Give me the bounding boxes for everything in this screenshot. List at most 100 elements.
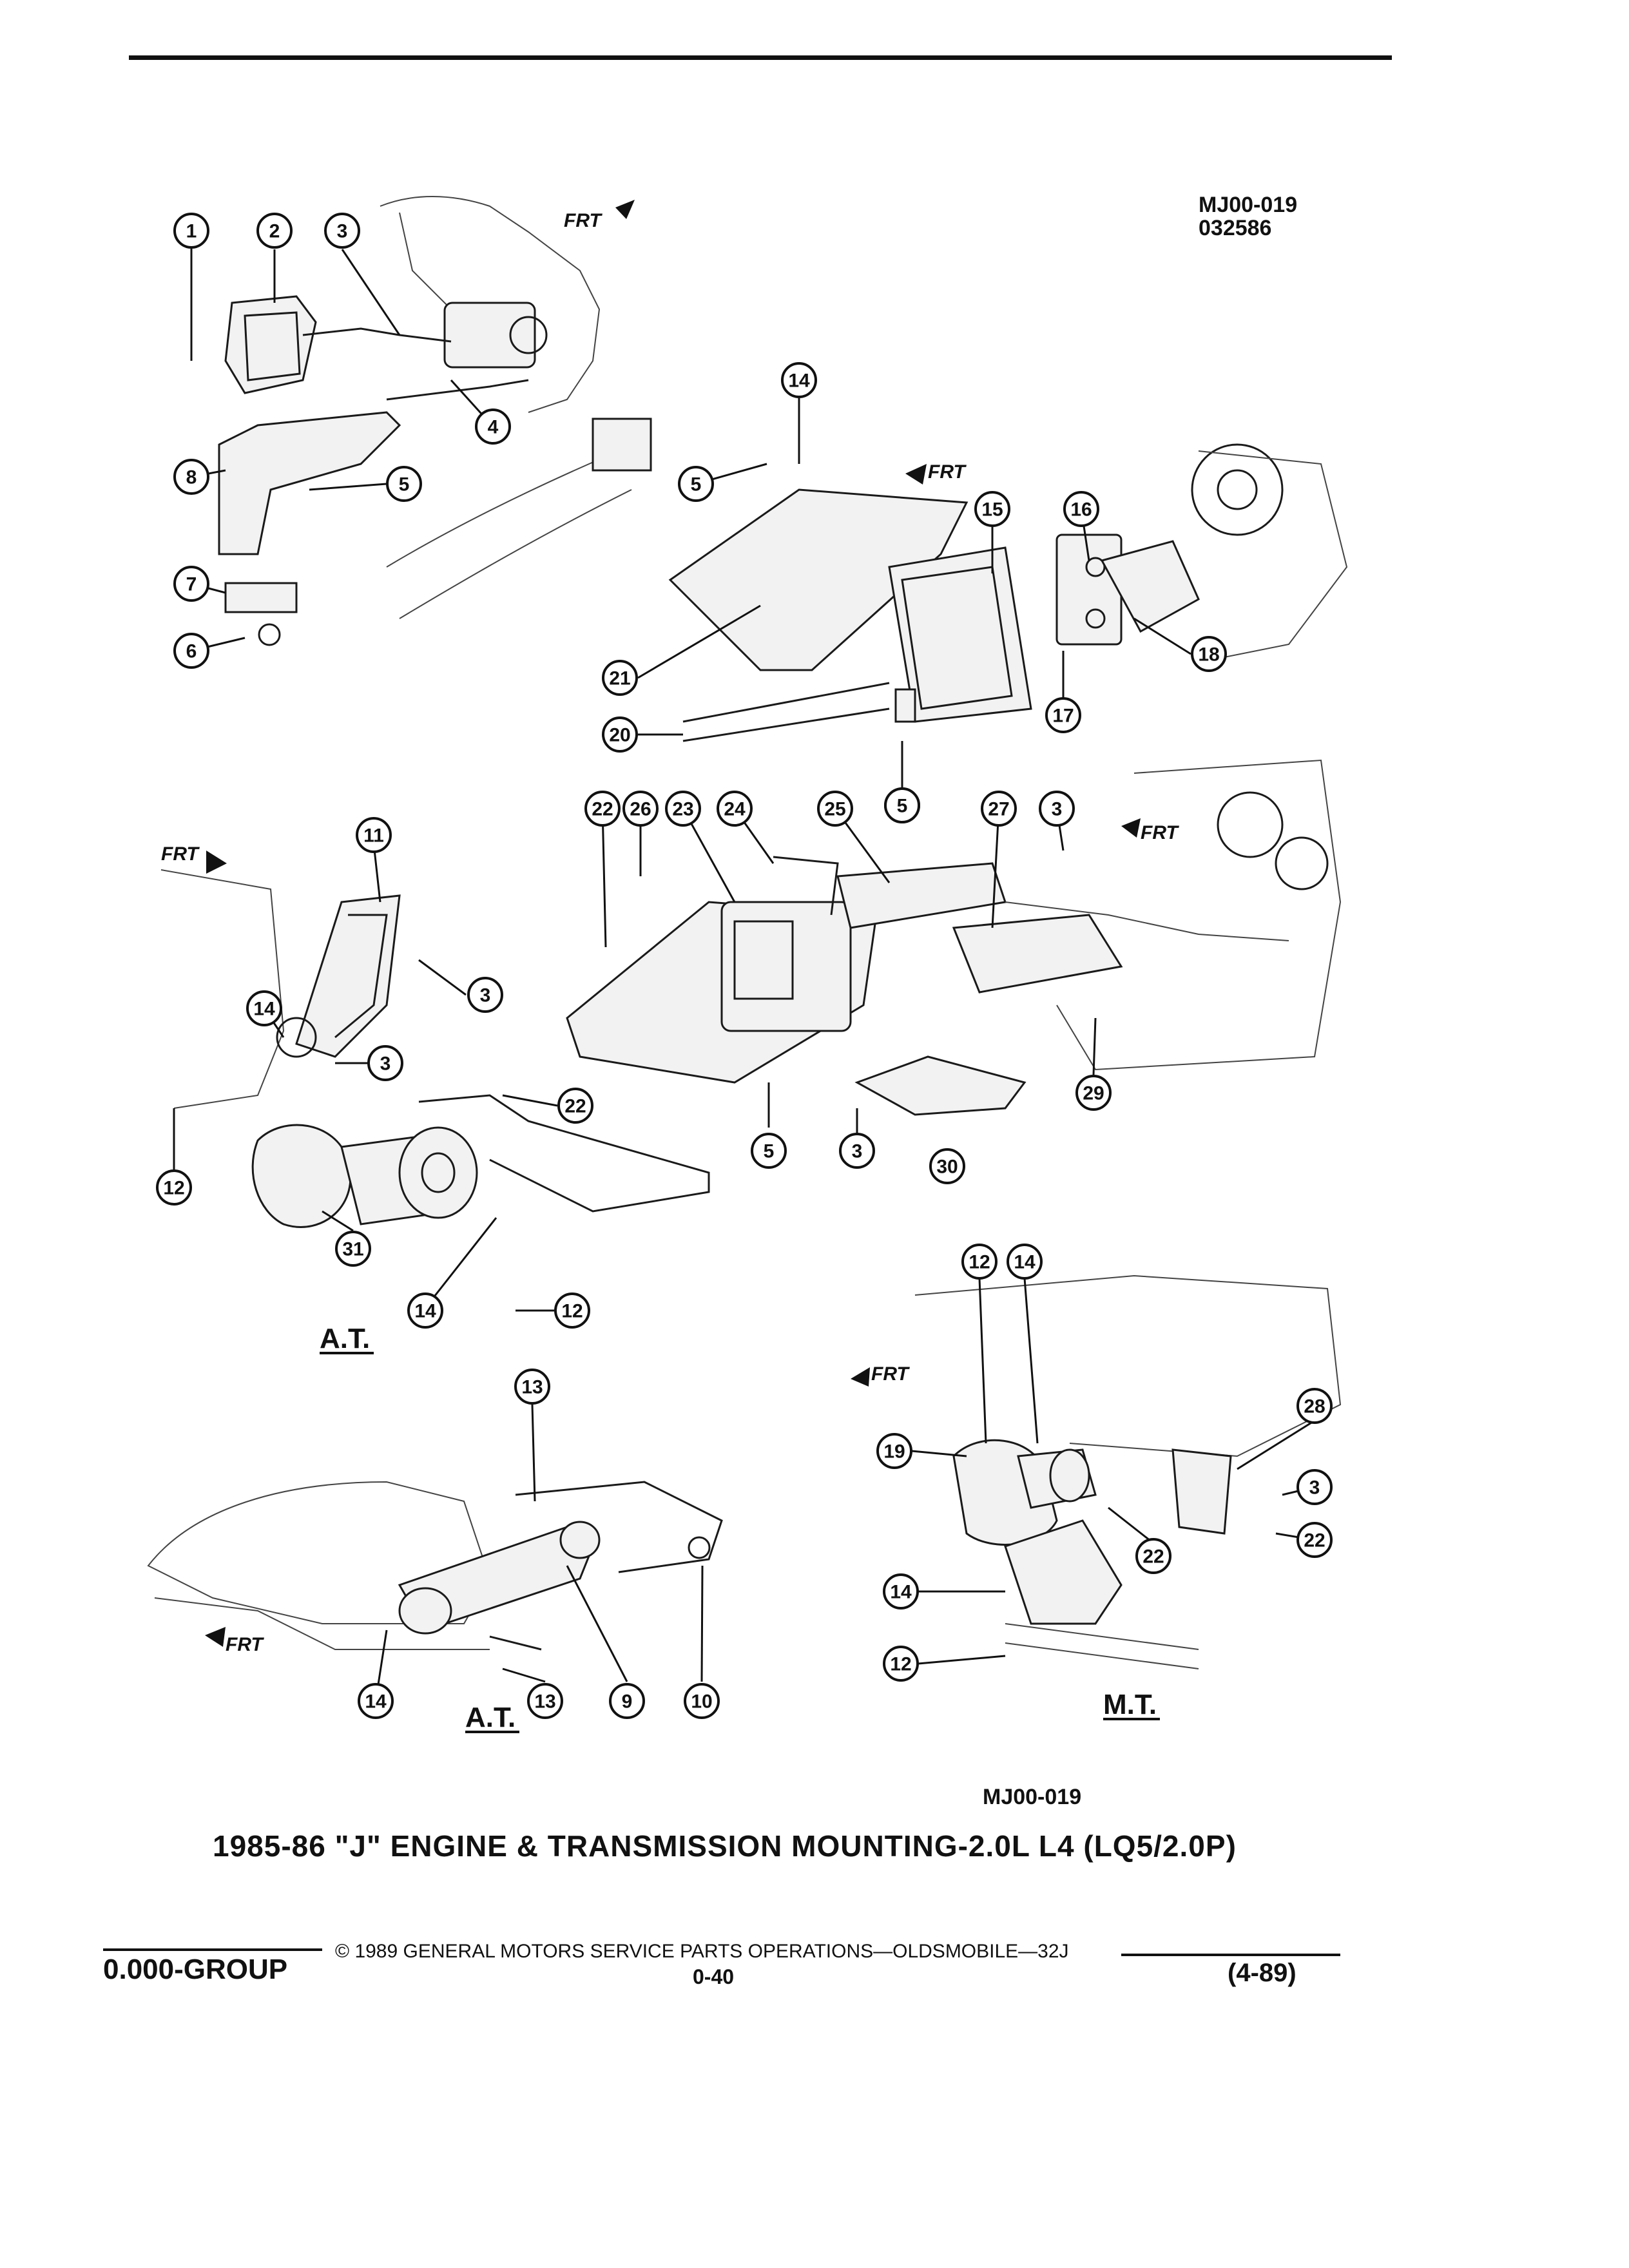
callout-22: 22: [1296, 1522, 1333, 1558]
callout-circle: [981, 791, 1017, 827]
callout-number: 26: [630, 799, 651, 820]
callout-12: 12: [961, 1244, 998, 1280]
footer-page-number: 0-40: [693, 1965, 735, 1988]
callout-circle: [1039, 791, 1075, 827]
callout-16: 16: [1063, 491, 1099, 527]
callout-number: 14: [1014, 1252, 1036, 1273]
callout-circle: [817, 791, 853, 827]
callout-6: 6: [173, 633, 209, 669]
callout-circle: [584, 791, 621, 827]
callout-number: 3: [380, 1053, 391, 1075]
callout-number: 10: [691, 1691, 712, 1713]
callout-number: 27: [988, 799, 1009, 820]
callout-circle: [1296, 1388, 1333, 1424]
callout-number: 16: [1070, 499, 1092, 521]
callout-23: 23: [665, 791, 701, 827]
callout-number: 9: [622, 1691, 633, 1713]
callout-circle: [246, 990, 282, 1026]
callout-24: 24: [717, 791, 753, 827]
callout-circle: [665, 791, 701, 827]
callout-circle: [751, 1133, 787, 1169]
callout-number: 1: [186, 221, 197, 242]
callout-number: 22: [564, 1096, 586, 1117]
callout-22: 22: [557, 1088, 593, 1124]
callout-number: 12: [890, 1654, 911, 1675]
callout-circle: [609, 1683, 645, 1719]
callout-14: 14: [358, 1683, 394, 1719]
footer-group: 0.000-GROUP: [103, 1954, 288, 1985]
callout-number: 17: [1052, 706, 1074, 727]
callout-30: 30: [929, 1148, 965, 1184]
leader-lines: [173, 249, 1315, 1702]
callout-number: 5: [764, 1141, 775, 1162]
callout-21: 21: [602, 660, 638, 696]
callout-circle: [883, 1646, 919, 1682]
callout-number: 3: [480, 985, 491, 1006]
callout-circle: [974, 491, 1010, 527]
callout-29: 29: [1075, 1075, 1112, 1111]
callout-circle: [684, 1683, 720, 1719]
callout-15: 15: [974, 491, 1010, 527]
view-labels: A.T. A.T. M.T.: [320, 1323, 1160, 1733]
callout-number: 3: [1052, 799, 1063, 820]
reference-code: MJ00-019: [983, 1785, 1082, 1809]
callout-number: 13: [534, 1691, 555, 1713]
footer-rule-right: [1121, 1954, 1340, 1956]
callout-number: 20: [609, 725, 630, 746]
callout-circle: [876, 1433, 912, 1469]
callout-13: 13: [514, 1369, 550, 1405]
callout-circle: [386, 466, 422, 502]
callout-14: 14: [883, 1573, 919, 1610]
callout-circle: [156, 1169, 192, 1206]
callout-circle: [554, 1293, 590, 1329]
drawing-code: MJ00-019: [1199, 193, 1298, 217]
callout-3: 3: [1296, 1469, 1333, 1505]
callout-circle: [173, 633, 209, 669]
view-label-mt: M.T.: [1103, 1689, 1157, 1720]
frt-arrow-top: FRT: [564, 200, 635, 231]
frt-arrow-bottom: FRT: [205, 1627, 264, 1655]
callout-circle: [1296, 1522, 1333, 1558]
callout-circle: [839, 1133, 875, 1169]
callout-circle: [1191, 636, 1227, 672]
callout-circle: [367, 1045, 403, 1081]
callout-circle: [717, 791, 753, 827]
callout-number: 14: [890, 1582, 912, 1603]
callout-circle: [1063, 491, 1099, 527]
callout-number: 15: [981, 499, 1003, 521]
callout-number: 30: [936, 1157, 958, 1178]
callout-circle: [1007, 1244, 1043, 1280]
callout-number: 3: [1309, 1477, 1320, 1499]
callout-number: 12: [561, 1301, 583, 1322]
callout-number: 18: [1198, 644, 1219, 666]
frt-label-6: FRT: [226, 1634, 264, 1655]
transmission-mount-center: [566, 759, 1342, 1116]
callout-number: 3: [852, 1141, 863, 1162]
callout-circle: [173, 459, 209, 495]
callout-18: 18: [1191, 636, 1227, 672]
callout-5: 5: [678, 466, 714, 502]
frt-arrows: FRT FRT FRT FRT FRT FRT: [161, 200, 1179, 1655]
callout-number: 12: [163, 1178, 184, 1199]
callout-circle: [356, 817, 392, 853]
callout-circle: [358, 1683, 394, 1719]
callout-circle: [961, 1244, 998, 1280]
callout-circle: [527, 1683, 563, 1719]
callout-circle: [514, 1369, 550, 1405]
callout-circle: [1296, 1469, 1333, 1505]
callout-number: 5: [691, 474, 702, 495]
callout-number: 5: [897, 796, 908, 817]
callout-circle: [884, 787, 920, 823]
figure-caption: 1985-86 "J" ENGINE & TRANSMISSION MOUNTI…: [213, 1829, 1237, 1863]
callout-13: 13: [527, 1683, 563, 1719]
footer-copyright: © 1989 GENERAL MOTORS SERVICE PARTS OPER…: [335, 1941, 1069, 1962]
callout-circle: [475, 408, 511, 445]
callout-3: 3: [324, 213, 360, 249]
callout-number: 11: [363, 825, 384, 847]
callout-5: 5: [751, 1133, 787, 1169]
callout-number: 13: [521, 1377, 543, 1398]
callout-9: 9: [609, 1683, 645, 1719]
callout-circle: [602, 660, 638, 696]
callout-12: 12: [156, 1169, 192, 1206]
callout-14: 14: [407, 1293, 443, 1329]
